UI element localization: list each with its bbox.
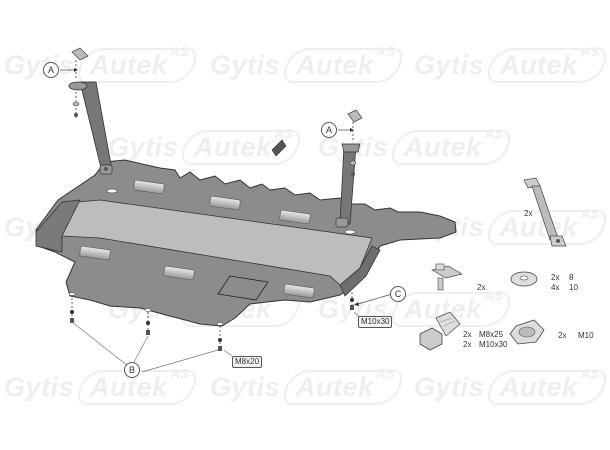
c-bolt-size-label: M10x30 — [358, 316, 393, 328]
right-mounting-bracket — [335, 109, 363, 228]
nut-part — [509, 319, 545, 345]
bracket-qty: 2x — [524, 209, 533, 218]
b-fasteners — [70, 298, 233, 373]
callout-a: A — [321, 122, 337, 138]
skid-plate — [35, 159, 457, 327]
washer-part — [510, 271, 538, 287]
clip-part — [271, 139, 287, 157]
c-fastener — [350, 292, 393, 319]
callout-b: B — [124, 362, 140, 378]
clip-qty: 2x — [477, 283, 486, 292]
t-clip-part — [431, 263, 463, 291]
callout-c: C — [390, 286, 406, 302]
bolt-part — [419, 311, 461, 351]
left-mounting-bracket — [68, 47, 113, 175]
spare-bracket — [523, 177, 567, 247]
callout-a: A — [43, 62, 59, 78]
b-bolt-size-label: M8x20 — [232, 356, 263, 368]
